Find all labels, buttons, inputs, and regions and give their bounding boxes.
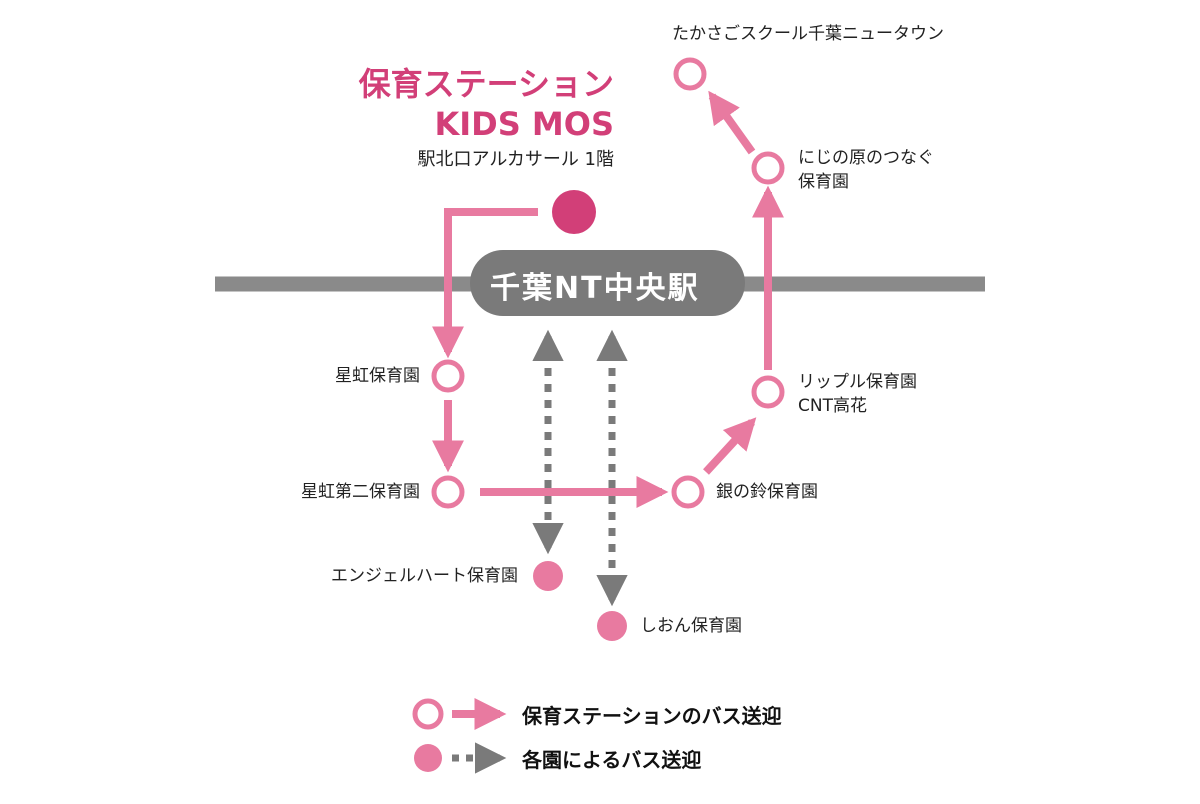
label-angel: エンジェルハート保育園 [331, 566, 518, 586]
label-takasago: たかさごスクール千葉ニュータウン [672, 24, 944, 44]
stop-ripple [751, 375, 785, 409]
label-niji-line2: 保育園 [798, 172, 849, 192]
label-niji-line1: にじの原のつなぐ [798, 148, 934, 168]
label-seiko2: 星虹第二保育園 [301, 482, 420, 502]
stop-gin [671, 475, 705, 509]
stop-seiko [431, 359, 465, 393]
label-ripple-line2: CNT高花 [798, 396, 867, 416]
legend-filled-circle [414, 744, 442, 772]
station-pill [470, 250, 745, 316]
legend-open-circle [412, 698, 444, 730]
stop-shion [597, 611, 627, 641]
label-gin: 銀の鈴保育園 [716, 482, 818, 502]
hub-location: 駅北口アルカサール 1階 [417, 149, 614, 170]
station-name: 千葉NT中央駅 [490, 271, 700, 306]
hub-name-line2: KIDS MOS [434, 105, 614, 143]
legend-each-bus: 各園によるバス送迎 [522, 748, 702, 772]
stop-seiko2 [431, 475, 465, 509]
route-hub-to-seiko [432, 208, 538, 359]
label-shion: しおん保育園 [640, 616, 742, 636]
legend-station-bus: 保育ステーションのバス送迎 [522, 704, 782, 728]
hub-marker [552, 190, 596, 234]
route-gin-to-ripple [703, 417, 757, 475]
route-niji-to-takasago [708, 90, 756, 155]
stop-niji [751, 151, 785, 185]
hub-name-line1: 保育ステーション [358, 65, 614, 103]
label-seiko: 星虹保育園 [335, 366, 420, 386]
label-ripple-line1: リップル保育園 [798, 372, 917, 392]
stop-angel [533, 561, 563, 591]
stop-takasago [673, 57, 707, 91]
